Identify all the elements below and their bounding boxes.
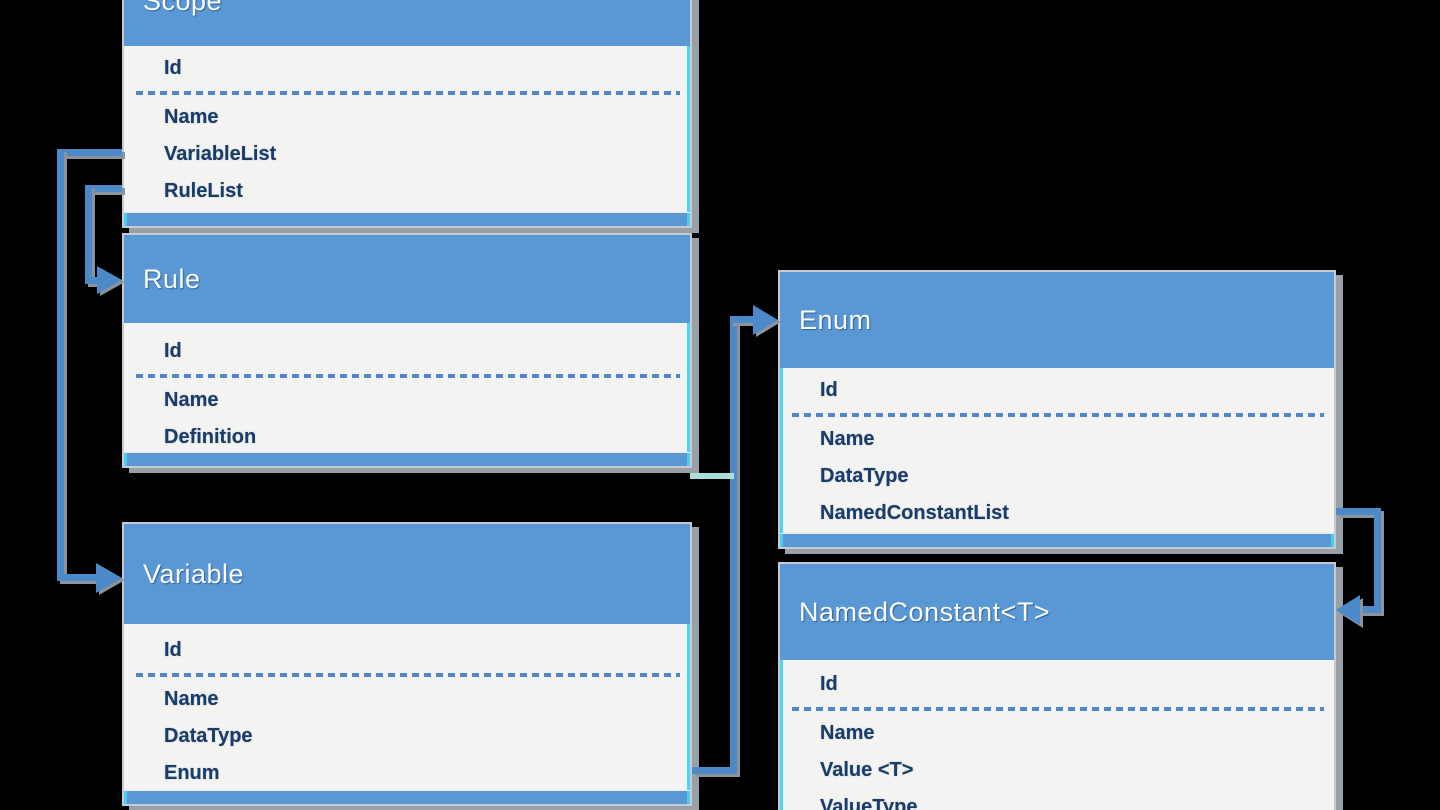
connector-enum-horizontal-bottom bbox=[692, 767, 737, 774]
connector-rulelist-vertical bbox=[85, 185, 92, 284]
field-id: Id bbox=[164, 639, 182, 661]
connector-namedconstantlist-vertical bbox=[1374, 508, 1381, 613]
arrowhead-into-rule bbox=[97, 266, 122, 294]
entity-namedconstant-header: NamedConstant<T> bbox=[780, 564, 1334, 660]
key-separator bbox=[792, 413, 1324, 417]
entity-scope-title: Scope bbox=[143, 0, 223, 16]
entity-variable: Variable Id Name DataType Enum bbox=[122, 522, 692, 806]
arrowhead-into-enum bbox=[753, 305, 778, 335]
connector-rulelist-horizontal bbox=[85, 185, 122, 192]
entity-rule-header: Rule bbox=[124, 235, 690, 323]
field-datatype: DataType bbox=[164, 725, 253, 747]
field-datatype: DataType bbox=[820, 465, 909, 487]
entity-variable-header: Variable bbox=[124, 524, 690, 624]
connector-namedconstantlist-shaft bbox=[1358, 606, 1381, 613]
connector-enum-shaft bbox=[730, 316, 756, 323]
field-enum: Enum bbox=[164, 762, 220, 784]
field-id: Id bbox=[820, 379, 838, 401]
field-definition: Definition bbox=[164, 426, 257, 448]
connector-variablelist-vertical bbox=[57, 149, 64, 581]
connector-rulelist-shaft bbox=[85, 277, 100, 284]
field-namedconstantlist: NamedConstantList bbox=[820, 502, 1009, 524]
entity-scope-footer-bar bbox=[124, 212, 690, 226]
entity-variable-fields: Id Name DataType Enum bbox=[124, 624, 690, 790]
field-variablelist: VariableList bbox=[164, 143, 277, 165]
connector-rule-stub-segment bbox=[690, 473, 734, 479]
field-name: Name bbox=[820, 722, 875, 744]
field-name: Name bbox=[164, 389, 219, 411]
entity-variable-footer-bar bbox=[124, 790, 690, 804]
entity-enum-header: Enum bbox=[780, 272, 1334, 368]
key-separator bbox=[136, 91, 680, 95]
entity-enum: Enum Id Name DataType NamedConstantList bbox=[778, 270, 1336, 549]
arrowhead-into-variable bbox=[96, 563, 122, 593]
connector-variablelist-horizontal bbox=[57, 149, 122, 156]
entity-scope: Scope Id Name VariableList RuleList bbox=[122, 0, 692, 228]
field-name: Name bbox=[164, 688, 219, 710]
entity-namedconstant-title: NamedConstant<T> bbox=[799, 596, 1051, 627]
field-id: Id bbox=[164, 340, 182, 362]
field-value-t: Value <T> bbox=[820, 759, 914, 781]
field-id: Id bbox=[820, 673, 838, 695]
entity-variable-title: Variable bbox=[143, 558, 245, 589]
entity-rule-title: Rule bbox=[143, 263, 201, 294]
connector-namedconstantlist-horizontal bbox=[1336, 508, 1381, 515]
key-separator bbox=[136, 673, 680, 677]
key-separator bbox=[136, 374, 680, 378]
entity-enum-title: Enum bbox=[799, 304, 872, 335]
entity-enum-fields: Id Name DataType NamedConstantList bbox=[780, 368, 1334, 533]
key-separator bbox=[792, 707, 1324, 711]
field-valuetype: ValueType bbox=[820, 796, 918, 810]
connector-variablelist-shaft bbox=[57, 574, 98, 581]
entity-rule-fields: Id Name Definition bbox=[124, 323, 690, 452]
arrowhead-into-namedconstant bbox=[1336, 595, 1360, 625]
connector-enum-vertical bbox=[730, 316, 737, 774]
entity-namedconstant-fields: Id Name Value <T> ValueType bbox=[780, 660, 1334, 810]
entity-scope-fields: Id Name VariableList RuleList bbox=[124, 46, 690, 212]
field-id: Id bbox=[164, 57, 182, 79]
entity-namedconstant: NamedConstant<T> Id Name Value <T> Value… bbox=[778, 562, 1336, 810]
entity-scope-header: Scope bbox=[124, 0, 690, 46]
entity-rule-footer-bar bbox=[124, 452, 690, 466]
field-name: Name bbox=[164, 106, 219, 128]
field-rulelist: RuleList bbox=[164, 180, 243, 202]
entity-rule: Rule Id Name Definition bbox=[122, 233, 692, 468]
field-name: Name bbox=[820, 428, 875, 450]
entity-enum-footer-bar bbox=[780, 533, 1334, 547]
